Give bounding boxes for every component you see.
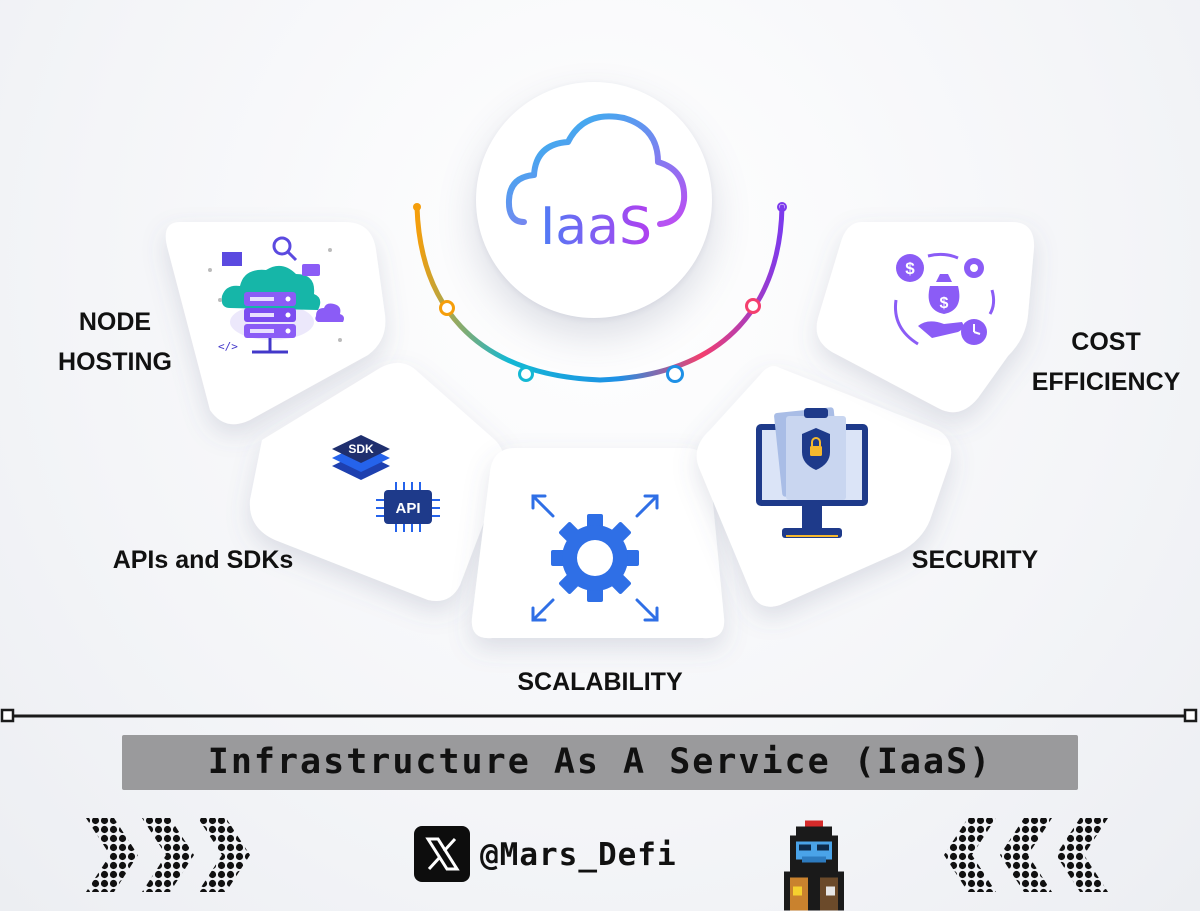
apis-sdks-label: APIs and SDKs [112,546,294,574]
api-badge-text: API [395,500,420,517]
secure-monitor-icon [752,402,872,548]
sdk-badge-text: SDK [348,442,374,456]
node-hosting-label: NODE HOSTING [40,302,190,382]
svg-text:$: $ [905,259,915,278]
divider-end-left [0,708,15,723]
arc-node-4 [745,298,761,314]
arc-node-3 [666,365,684,383]
node-hosting-line2: HOSTING [58,348,172,376]
page-title: Infrastructure As A Service (IaaS) [207,742,993,782]
cost-efficiency-label: COST EFFICIENCY [1020,322,1192,402]
social-handle[interactable]: @Mars_Defi [480,837,677,873]
gear-expand-icon [525,488,665,628]
money-cycle-icon: $ $ [888,248,1000,356]
title-banner: Infrastructure As A Service (IaaS) [122,735,1078,790]
svg-text:$: $ [940,295,949,312]
cost-efficiency-line1: COST [1071,328,1141,356]
scalability-label: SCALABILITY [517,668,683,696]
svg-text:</>: </> [218,340,238,353]
divider-end-right [1183,708,1198,723]
cloud-icon: IaaS [505,113,688,257]
server-cloud-icon: </> [200,230,350,370]
arc-node-2 [518,366,534,382]
avatar [784,820,844,911]
arc-node-1 [439,300,455,316]
chevron-right-decoration-icon [86,818,250,892]
sdk-stack-icon: SDK [332,435,390,480]
x-icon[interactable] [414,826,470,882]
cost-efficiency-line2: EFFICIENCY [1031,368,1181,396]
node-hosting-line1: NODE [78,308,152,336]
apis-sdks-card [249,362,504,601]
api-chip-icon [376,482,440,532]
security-label: SECURITY [911,546,1039,574]
api-sdk-icon: SDK API [328,428,453,553]
chevron-left-decoration-icon [944,818,1108,892]
iaas-logo-text: IaaS [540,197,652,257]
divider-line [0,708,1198,723]
iaas-hub: IaaS [476,82,712,318]
connector-arc [413,202,787,383]
